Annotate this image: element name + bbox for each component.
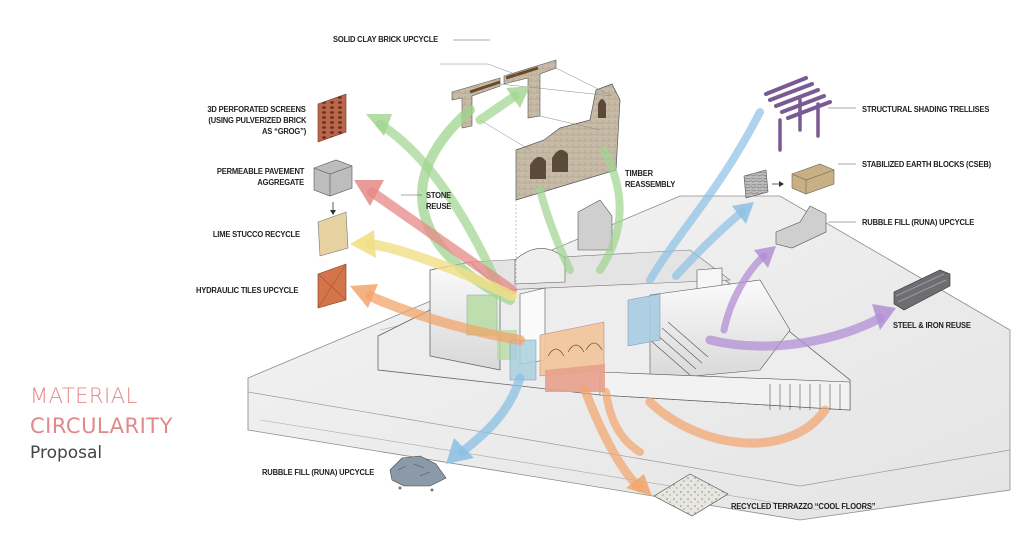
label-rubble-fill-right: RUBBLE FILL (RUNA) UPCYCLE [862, 217, 975, 227]
pavement-block-icon [313, 159, 353, 215]
label-hydraulic-tiles-upcycle: HYDRAULIC TILES UPCYCLE [195, 285, 298, 295]
arrow-terrazzo-b [602, 388, 644, 456]
leader-lines [401, 39, 856, 223]
earth-block-icon [791, 163, 835, 195]
arrow-rubble-runa [720, 252, 768, 334]
arrow-brick-to-pavement [367, 187, 517, 295]
label-permeable-pavement-2: AGGREGATE [257, 177, 304, 187]
label-perforated-screens-1: 3D PERFORATED SCREENS [207, 104, 306, 114]
down-arrow-icon [330, 210, 336, 215]
terrazzo-tile-icon [653, 473, 729, 517]
arrow-rubble-right [646, 108, 764, 284]
label-stone-reuse-1: STONE [426, 190, 452, 200]
label-structural-shading-trellises: STRUCTURAL SHADING TRELLISES [862, 104, 990, 114]
title-subtitle: Proposal [30, 443, 103, 463]
arrow-stone-to-brick [475, 91, 520, 125]
explode-lines [440, 63, 613, 290]
label-recycled-terrazzo: RECYCLED TERRAZZO “COOL FLOORS” [731, 501, 876, 511]
trellis-icon [764, 76, 832, 152]
arrow-terrazzo-a [580, 385, 645, 493]
label-lime-stucco-recycle: LIME STUCCO RECYCLE [213, 229, 300, 239]
arrow-stone-to-screens [375, 119, 505, 295]
arrow-cseb [672, 208, 746, 280]
label-timber-reassembly-2: REASSEMBLY [625, 179, 676, 189]
label-perforated-screens-3: AS “GROG”) [261, 126, 306, 136]
stone-facade-piece [515, 83, 621, 201]
arrow-rubble-bottom [457, 373, 525, 457]
arrow-timber-b [596, 146, 624, 274]
perforated-screen-icon [317, 93, 347, 143]
steel-beams-icon [893, 269, 951, 311]
title-line-2: CIRCULARITY [30, 414, 173, 438]
arrow-timber-a [536, 186, 574, 274]
arrow-stucco [365, 239, 517, 301]
title-line-1: MATERIAL [30, 384, 138, 408]
hydraulic-tile-icon [317, 263, 347, 309]
lime-stucco-icon [317, 211, 349, 257]
arrow-terrazzo-c [645, 397, 830, 448]
rubble-fill-block-icon [775, 205, 827, 249]
label-stone-reuse-2: REUSE [426, 201, 452, 211]
flow-arrows [350, 86, 896, 496]
label-timber-reassembly-1: TIMBER [625, 168, 653, 178]
rubble-pile-icon [389, 455, 447, 492]
label-perforated-screens-2: (USING PULVERIZED BRICK [208, 115, 306, 125]
rubble-gabion-icon [743, 169, 784, 199]
arrow-steel [705, 313, 885, 351]
label-solid-clay-brick-upcycle: SOLID CLAY BRICK UPCYCLE [333, 34, 439, 44]
label-permeable-pavement-1: PERMEABLE PAVEMENT [216, 166, 304, 176]
arrow-tiles [365, 291, 525, 345]
right-arrow-icon [779, 181, 784, 187]
label-stabilized-earth-blocks: STABILIZED EARTH BLOCKS (CSEB) [862, 159, 992, 169]
label-steel-iron-reuse: STEEL & IRON REUSE [893, 320, 971, 330]
label-rubble-fill-bottom: RUBBLE FILL (RUNA) UPCYCLE [262, 467, 375, 477]
